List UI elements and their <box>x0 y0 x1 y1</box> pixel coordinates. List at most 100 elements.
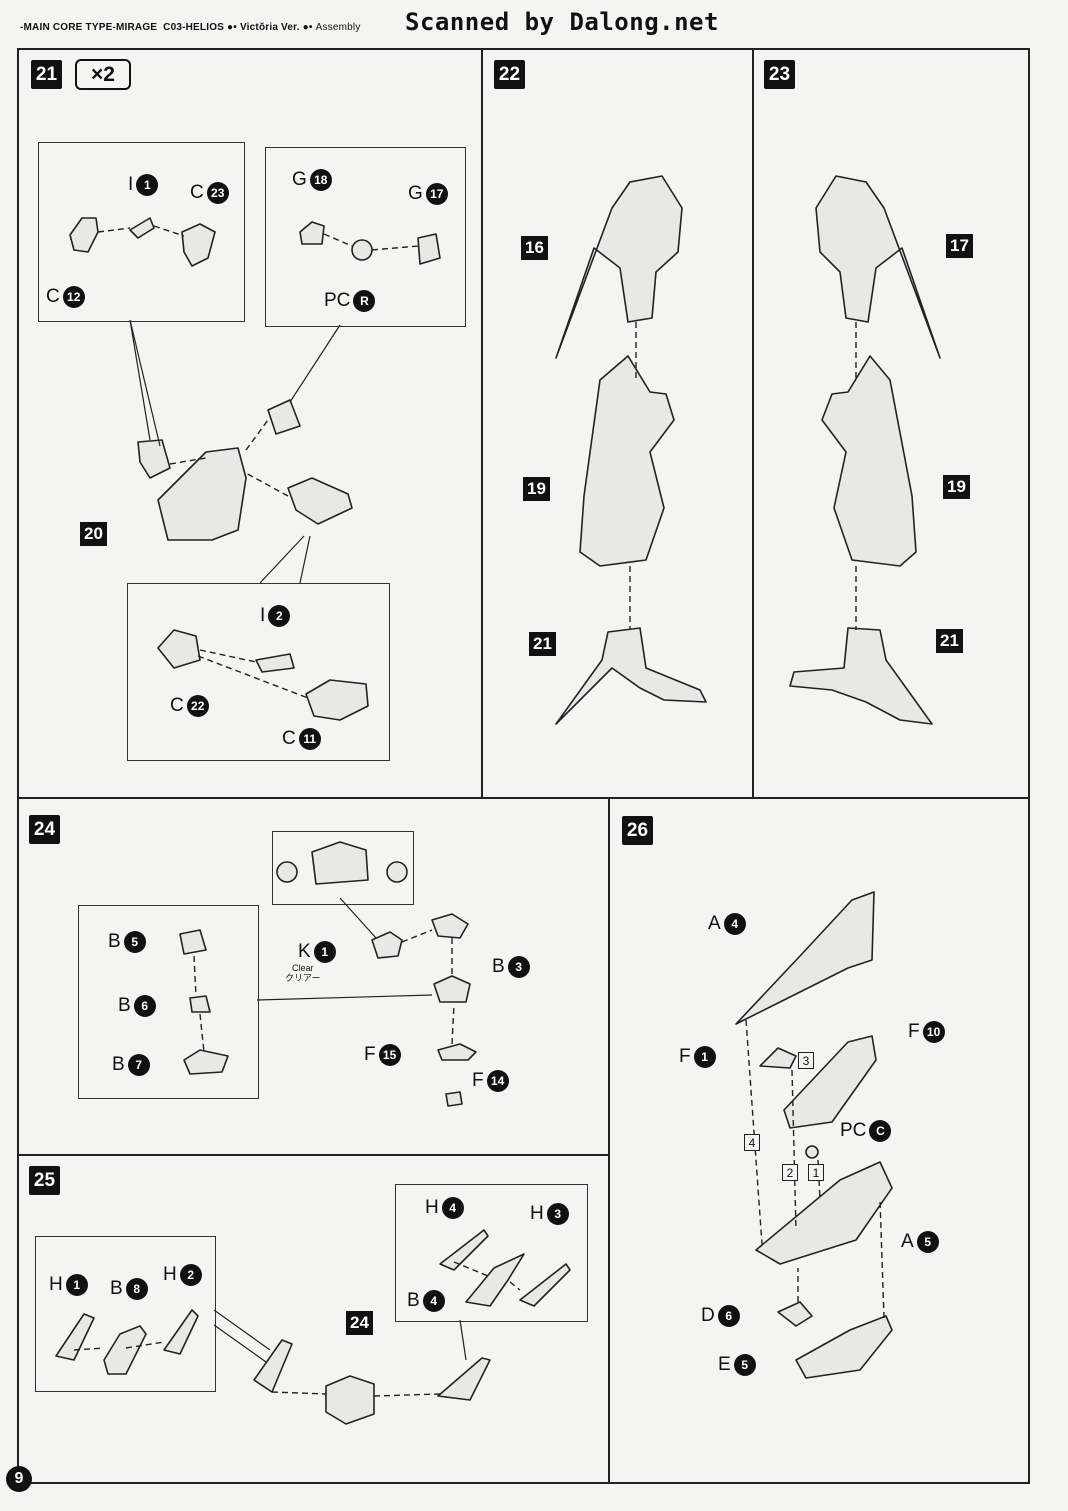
runner-letter: A <box>708 913 721 934</box>
part-number: 14 <box>486 1070 509 1092</box>
part-b3-shape <box>431 913 469 939</box>
part-pcc-shape <box>805 1145 819 1159</box>
part-f1-shape <box>759 1047 797 1069</box>
order-marker-3: 3 <box>798 1052 814 1069</box>
detail-left-circle <box>276 861 298 883</box>
runner-letter: A <box>901 1231 914 1252</box>
runner-letter: B <box>407 1290 420 1311</box>
model-name: C03-HELIOS <box>163 22 225 33</box>
cockpit-detail-shape <box>311 841 369 885</box>
part-g18-shape <box>299 221 325 245</box>
assembly-badge-19: 19 <box>523 477 550 501</box>
part-d6-shape <box>777 1301 813 1327</box>
runner-letter: B <box>118 995 131 1016</box>
runner-letter: B <box>108 931 121 952</box>
runner-letter: H <box>163 1264 177 1285</box>
runner-letter: G <box>408 183 423 204</box>
runner-letter: B <box>110 1278 123 1299</box>
part-b4-shape <box>465 1253 525 1307</box>
runner-letter: F <box>908 1021 920 1042</box>
part-h2-shape <box>163 1309 199 1355</box>
upper-leg-16-shape <box>555 175 683 359</box>
runner-letter: F <box>472 1070 484 1091</box>
runner-letter: B <box>492 956 505 977</box>
runner-letter: K <box>298 941 311 962</box>
part-number: C <box>869 1120 892 1142</box>
left-wing-sub-shape <box>253 1339 293 1393</box>
part-f10-shape <box>783 1035 877 1129</box>
part-number: 23 <box>206 182 229 204</box>
assembly-badge-21: 21 <box>936 629 963 653</box>
part-number: 4 <box>422 1290 445 1312</box>
part-20-shape <box>157 447 247 541</box>
part-number: 22 <box>186 695 209 717</box>
runner-letter: F <box>364 1044 376 1065</box>
part-number: 2 <box>268 605 291 627</box>
part-number: R <box>353 290 376 312</box>
step-26-panel <box>608 797 1030 1484</box>
part-c12-shape <box>69 217 99 253</box>
assembly-badge-21: 21 <box>529 632 556 656</box>
part-e5-shape <box>795 1315 893 1379</box>
runner-letter: H <box>425 1197 439 1218</box>
header-title: -MAIN CORE TYPE-MIRAGE C03-HELIOS ●• Vic… <box>20 22 361 33</box>
part-h3-shape <box>519 1263 571 1307</box>
step-number-21: 21 <box>31 60 62 89</box>
right-wing-sub-shape <box>437 1357 491 1401</box>
runner-letter: I <box>128 174 134 195</box>
part-number: 4 <box>723 913 746 935</box>
part-i2-shape <box>255 653 295 673</box>
part-number: 1 <box>313 941 336 963</box>
part-number: 6 <box>717 1305 740 1327</box>
sub-g-assembly-shape <box>267 399 301 435</box>
quantity-multiplier: ×2 <box>75 59 131 90</box>
part-number: 7 <box>127 1054 150 1076</box>
part-number: 17 <box>425 183 448 205</box>
section-name: Assembly <box>315 22 361 33</box>
head-24-shape <box>325 1375 375 1425</box>
step-number-26: 26 <box>622 816 653 845</box>
part-a4-shape <box>735 891 875 1025</box>
head-sub-assembly-shape <box>433 975 471 1003</box>
runner-letter: G <box>292 169 307 190</box>
part-b8-shape <box>103 1325 147 1375</box>
step-number-25: 25 <box>29 1166 60 1195</box>
step-number-22: 22 <box>494 60 525 89</box>
version-name: Victŏria Ver. <box>239 22 300 33</box>
sub-assembly-box <box>78 905 259 1099</box>
part-number: 10 <box>922 1021 945 1043</box>
runner-letter: D <box>701 1305 715 1326</box>
watermark: Scanned by Dalong.net <box>405 8 719 36</box>
runner-letter: H <box>530 1203 544 1224</box>
dots-icon: ●• <box>227 22 237 33</box>
assembly-badge-20: 20 <box>80 522 107 546</box>
lower-leg-19-shape <box>821 355 917 567</box>
order-marker-4: 4 <box>744 1134 760 1151</box>
clear-note-jp: クリアー <box>285 973 321 983</box>
runner-letter: F <box>679 1046 691 1067</box>
series-name: -MAIN CORE TYPE-MIRAGE <box>20 22 158 33</box>
runner-letter: C <box>46 286 60 307</box>
part-number: 12 <box>62 286 85 308</box>
part-k1-shape <box>371 931 403 959</box>
part-f14-shape <box>445 1091 463 1107</box>
part-number: 1 <box>65 1274 88 1296</box>
part-number: 2 <box>179 1264 202 1286</box>
page-number: 9 <box>6 1466 32 1492</box>
